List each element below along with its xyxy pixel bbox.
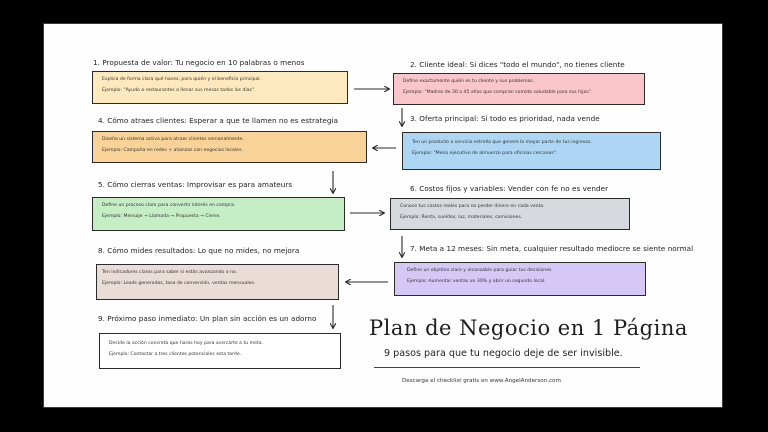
step-4-example: Ejemplo: Campaña en redes + alianzas con… bbox=[102, 148, 243, 154]
step-8-text: Ten indicadores claros para saber si est… bbox=[102, 270, 238, 275]
step-1-box: Explica de forma clara qué haces, para q… bbox=[92, 71, 348, 104]
step-1-text: Explica de forma clara qué haces, para q… bbox=[102, 77, 262, 82]
step-6-box: Conoce tus costos reales para no perder … bbox=[390, 198, 630, 230]
step-1-example: Ejemplo: "Ayudo a restaurantes a llenar … bbox=[102, 88, 256, 94]
step-6-example: Ejemplo: Renta, sueldos, luz, materiales… bbox=[400, 215, 523, 221]
step-8-title: 8. Cómo mides resultados: Lo que no mide… bbox=[98, 246, 300, 255]
step-5-text: Define un proceso claro para convertir i… bbox=[102, 203, 236, 208]
step-4-box: Diseña un sistema activo para atraer cli… bbox=[92, 131, 367, 163]
step-3-example: Ejemplo: "Menú ejecutivo de almuerzo par… bbox=[412, 151, 558, 157]
step-8-box: Ten indicadores claros para saber si est… bbox=[96, 264, 339, 300]
step-7-text: Define un objetivo claro y alcanzable pa… bbox=[407, 268, 553, 273]
step-7-example: Ejemplo: Aumentar ventas un 30% y abrir … bbox=[407, 279, 546, 285]
step-9-title: 9. Próximo paso inmediato: Un plan sin a… bbox=[98, 314, 317, 323]
step-9-example: Ejemplo: Contactar a tres clientes poten… bbox=[109, 352, 242, 358]
step-5-box: Define un proceso claro para convertir i… bbox=[92, 197, 345, 231]
step-3-box: Ten un producto o servicio estrella que … bbox=[402, 132, 661, 170]
step-9-box: Decide la acción concreta que harás hoy … bbox=[99, 333, 341, 369]
step-9-text: Decide la acción concreta que harás hoy … bbox=[109, 341, 263, 346]
step-3-title: 3. Oferta principal: Si todo es priorida… bbox=[410, 114, 600, 123]
step-4-text: Diseña un sistema activo para atraer cli… bbox=[102, 137, 244, 142]
step-3-text: Ten un producto o servicio estrella que … bbox=[412, 140, 592, 145]
step-2-title: 2. Cliente ideal: Si dices "todo el mund… bbox=[410, 60, 625, 69]
step-7-title: 7. Meta a 12 meses: Sin meta, cualquier … bbox=[410, 244, 694, 253]
step-5-title: 5. Cómo cierras ventas: Improvisar es pa… bbox=[98, 180, 293, 189]
step-2-text: Define exactamente quién es tu cliente y… bbox=[403, 79, 535, 84]
checklist-cta: Descarga el checklist gratis en www.Ange… bbox=[402, 378, 561, 384]
step-5-example: Ejemplo: Mensaje → Llamada → Propuesta →… bbox=[102, 214, 221, 220]
step-4-title: 4. Cómo atraes clientes: Esperar a que t… bbox=[98, 116, 338, 125]
step-8-example: Ejemplo: Leads generados, tasa de conver… bbox=[102, 281, 256, 287]
main-title: Plan de Negocio en 1 Página bbox=[369, 316, 688, 340]
step-6-title: 6. Costos fijos y variables: Vender con … bbox=[410, 184, 609, 193]
step-6-text: Conoce tus costos reales para no perder … bbox=[400, 204, 545, 209]
step-2-example: Ejemplo: "Madres de 30 a 45 años que com… bbox=[403, 90, 593, 96]
step-2-box: Define exactamente quién es tu cliente y… bbox=[393, 73, 645, 105]
subtitle: 9 pasos para que tu negocio deje de ser … bbox=[384, 348, 623, 359]
step-1-title: 1. Propuesta de valor: Tu negocio en 10 … bbox=[93, 58, 305, 67]
title-divider bbox=[374, 367, 640, 368]
step-7-box: Define un objetivo claro y alcanzable pa… bbox=[394, 262, 646, 296]
